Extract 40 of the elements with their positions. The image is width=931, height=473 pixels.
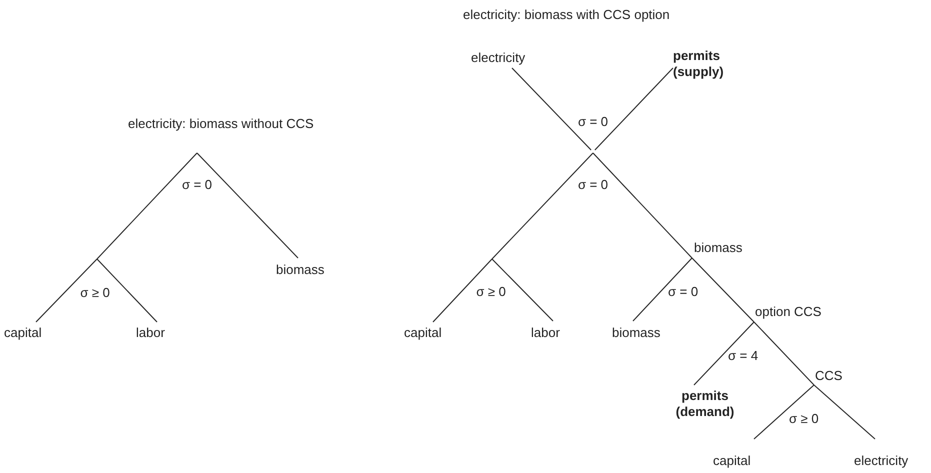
branch-line	[432, 258, 492, 322]
branch-line	[694, 322, 754, 386]
elasticity-label: σ = 0	[568, 152, 618, 193]
nest-label: option CCS	[755, 304, 822, 320]
branch-line	[96, 258, 158, 322]
branch-line	[814, 384, 876, 440]
branch-line	[36, 258, 98, 322]
node-label: permits (supply)	[673, 48, 753, 80]
tree-heading: electricity: biomass with CCS option	[463, 7, 670, 23]
elasticity-label: σ ≥ 0	[466, 258, 516, 300]
elasticity-label: σ = 0	[568, 114, 618, 151]
branch-line	[754, 322, 814, 386]
node-label: permits (demand)	[660, 388, 750, 420]
branch-line	[512, 68, 592, 150]
node-label: capital	[4, 325, 42, 341]
branch-line	[492, 152, 594, 260]
elasticity-label: σ = 0	[668, 284, 698, 300]
branch-line	[592, 152, 692, 258]
node-label: labor	[136, 325, 165, 341]
branch-line	[196, 152, 298, 258]
node-label: labor	[531, 325, 560, 341]
branch-line	[96, 152, 198, 260]
branch-line	[492, 258, 554, 322]
nest-label: CCS	[815, 368, 842, 384]
branch-line	[754, 384, 814, 440]
elasticity-label: σ ≥ 0	[70, 258, 120, 301]
node-label: biomass	[276, 262, 324, 278]
branch-line	[594, 68, 674, 150]
node-label: capital	[713, 453, 751, 469]
nest-label: biomass	[694, 240, 742, 256]
node-label: electricity	[471, 50, 526, 66]
node-label: electricity	[854, 453, 908, 469]
branch-line	[632, 258, 692, 322]
tree-heading: electricity: biomass without CCS	[128, 116, 314, 132]
elasticity-label: σ = 4	[728, 348, 758, 364]
elasticity-label: σ = 0	[172, 152, 222, 193]
branch-line	[692, 258, 754, 322]
elasticity-label: σ ≥ 0	[789, 411, 819, 427]
node-label: capital	[404, 325, 442, 341]
node-label: biomass	[612, 325, 660, 341]
